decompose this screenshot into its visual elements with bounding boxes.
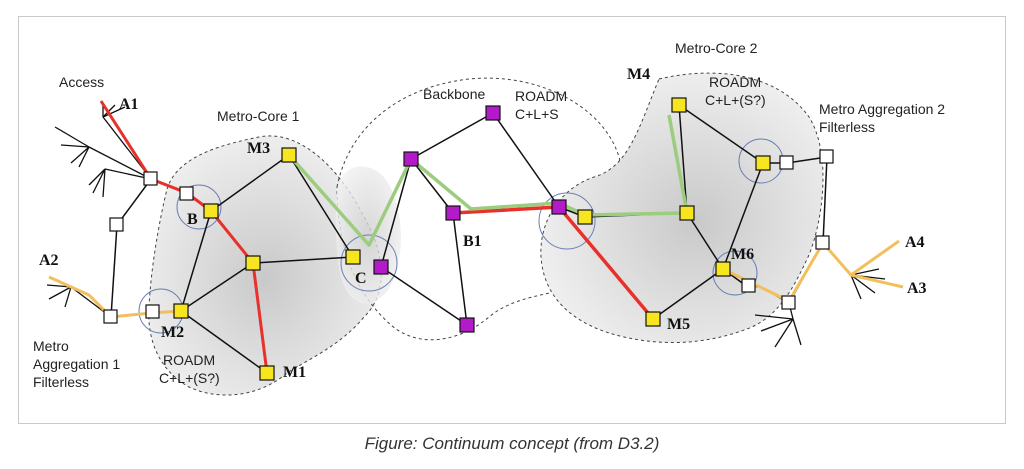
node-mc2-ma2 bbox=[755, 155, 771, 171]
label-node-a1: A1 bbox=[119, 96, 139, 113]
node-c-yellow bbox=[345, 249, 361, 265]
label-node-m3: M3 bbox=[247, 140, 270, 157]
label-mc2-roadm: ROADM bbox=[709, 74, 761, 90]
node-m6 bbox=[715, 261, 731, 277]
node-m5 bbox=[645, 311, 661, 327]
node-bb-right bbox=[551, 199, 567, 215]
label-access: Access bbox=[59, 74, 104, 90]
node-mc2-border bbox=[577, 209, 593, 225]
node-b1 bbox=[445, 205, 461, 221]
access-tree-left bbox=[54, 103, 152, 198]
label-ma1-line1: Metro bbox=[33, 338, 69, 354]
node-mc2-center bbox=[679, 205, 695, 221]
label-bb-bands: C+L+S bbox=[515, 106, 559, 122]
node-ma2-m6 bbox=[741, 278, 756, 293]
node-ma2-4 bbox=[781, 295, 796, 310]
node-layer bbox=[103, 97, 834, 381]
label-node-m1: M1 bbox=[283, 364, 306, 381]
node-ma1-b bbox=[179, 186, 194, 201]
access-path-a1 bbox=[99, 100, 269, 374]
site-circle-c bbox=[340, 234, 398, 292]
label-ma1-line2: Aggregation 1 bbox=[33, 356, 120, 372]
site-circle-m6 bbox=[712, 250, 758, 296]
figure-frame: Access Metro-Core 1 Backbone Metro-Core … bbox=[18, 16, 1006, 424]
label-ma2-line1: Metro Aggregation 2 bbox=[819, 101, 945, 117]
label-ma1-line3: Filterless bbox=[33, 374, 89, 390]
node-bb-top bbox=[485, 105, 501, 121]
label-mc1-roadm: ROADM bbox=[163, 352, 215, 368]
label-node-b1: B1 bbox=[463, 233, 482, 250]
node-mc1-center bbox=[245, 255, 261, 271]
site-circle-b bbox=[176, 184, 222, 230]
figure-caption: Figure: Continuum concept (from D3.2) bbox=[364, 434, 660, 453]
node-m3 bbox=[281, 147, 297, 163]
label-mc2-bands: C+L+(S?) bbox=[705, 92, 766, 108]
label-node-a2: A2 bbox=[39, 252, 59, 269]
backbone-path-green bbox=[287, 114, 689, 247]
label-metro-core-1: Metro-Core 1 bbox=[217, 108, 300, 124]
node-ma1-a2 bbox=[103, 309, 118, 324]
site-circle-border bbox=[538, 192, 596, 250]
label-mc1-bands: C+L+(S?) bbox=[159, 370, 220, 386]
node-b bbox=[203, 203, 219, 219]
node-bb-left bbox=[403, 151, 419, 167]
node-ma2-1 bbox=[779, 155, 794, 170]
node-ma2-2 bbox=[819, 149, 834, 164]
label-node-c: C bbox=[355, 270, 367, 287]
node-m1 bbox=[259, 365, 275, 381]
node-m4 bbox=[671, 97, 687, 113]
label-node-m5: M5 bbox=[667, 316, 690, 333]
node-m2 bbox=[173, 303, 189, 319]
node-ma2-3 bbox=[815, 235, 830, 250]
label-metro-core-2: Metro-Core 2 bbox=[675, 40, 758, 56]
node-ma1-top bbox=[143, 171, 158, 186]
label-bb-roadm: ROADM bbox=[515, 88, 567, 104]
node-ma1-mid bbox=[109, 217, 124, 232]
aggregation-path-a3 bbox=[850, 273, 904, 289]
label-ma2-line2: Filterless bbox=[819, 119, 875, 135]
node-bb-bottom bbox=[459, 317, 475, 333]
continuum-diagram: Access Metro-Core 1 Backbone Metro-Core … bbox=[33, 40, 945, 396]
label-node-m4: M4 bbox=[627, 66, 650, 83]
node-ma1-m2 bbox=[145, 304, 160, 319]
label-node-a4: A4 bbox=[905, 234, 925, 251]
label-node-m2: M2 bbox=[161, 324, 184, 341]
node-c-purple bbox=[373, 259, 389, 275]
label-node-a3: A3 bbox=[907, 280, 927, 297]
label-node-m6: M6 bbox=[731, 246, 754, 263]
label-backbone: Backbone bbox=[423, 86, 485, 102]
label-node-b: B bbox=[187, 211, 198, 228]
